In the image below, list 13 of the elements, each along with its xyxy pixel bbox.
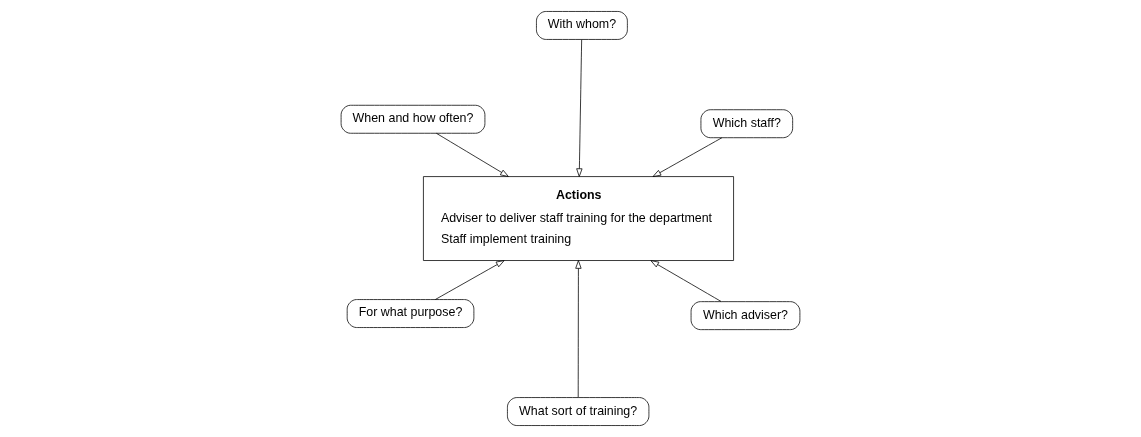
arrow: [436, 132, 509, 177]
node-box: What sort of training?: [507, 397, 650, 426]
arrow: [650, 260, 722, 302]
arrow: [434, 260, 505, 300]
node-box: Which staff?: [700, 109, 794, 139]
node-box: Actions Adviser to deliver staff training for the department Staff implement training: [423, 176, 734, 261]
arrow: [575, 260, 582, 398]
node-box: With whom?: [536, 11, 628, 40]
node-box: When and how often?: [340, 104, 486, 134]
arrow: [652, 137, 723, 177]
node-box: For what purpose?: [346, 299, 475, 328]
arrow: [576, 39, 583, 177]
node-box: Which adviser?: [690, 301, 801, 330]
